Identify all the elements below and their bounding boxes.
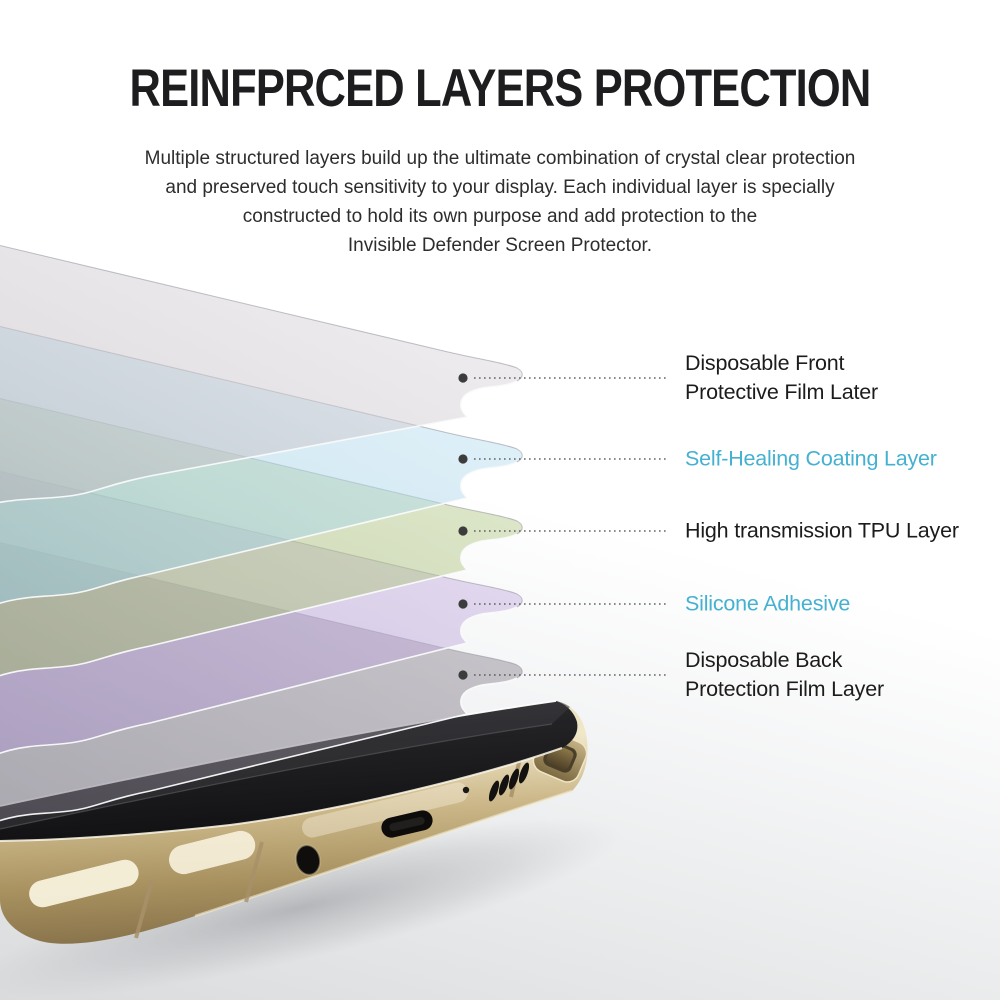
page-title: REINFPRCED LAYERS PROTECTION (129, 59, 872, 118)
headphone-jack (294, 844, 322, 876)
layer-sheet-1-edge (0, 380, 518, 504)
callout-dot-5 (458, 670, 468, 680)
screen-top-band (0, 701, 570, 829)
screen-inner-reflection (0, 723, 553, 830)
mic-hole (462, 786, 470, 794)
protector-sheets (0, 244, 523, 822)
frame-highlight (29, 859, 139, 908)
callout-dot-2 (458, 454, 468, 464)
glass-curve-highlight (0, 747, 563, 842)
bottom-rim-highlight (194, 789, 573, 918)
callout-dot-1 (458, 373, 468, 383)
callout-dot-4 (458, 599, 468, 609)
subtitle-line: constructed to hold its own purpose and … (242, 206, 758, 227)
callout-dot-3 (458, 526, 468, 536)
subtitle-line: Multiple structured layers build up the … (144, 148, 856, 169)
layer-sheet-5-edge (0, 677, 518, 822)
smartphone (0, 700, 588, 944)
subtitle: Multiple structured layers build up the … (0, 144, 1000, 260)
speaker-holes (488, 762, 530, 802)
frame-highlight (302, 782, 468, 838)
floor-shadow (0, 818, 622, 998)
frame-highlight (168, 830, 256, 875)
antenna-line (134, 879, 154, 939)
subtitle-line: Invisible Defender Screen Protector. (347, 235, 653, 256)
callout-connectors (458, 373, 668, 680)
layer-sheet-4-edge (0, 606, 518, 755)
layer-sheet-3-edge (0, 533, 518, 677)
antenna-line (244, 841, 264, 903)
layer-sheet-2-edge (0, 461, 518, 605)
usb-c-port (381, 810, 433, 838)
subtitle-line: and preserved touch sensitivity to your … (165, 177, 835, 198)
